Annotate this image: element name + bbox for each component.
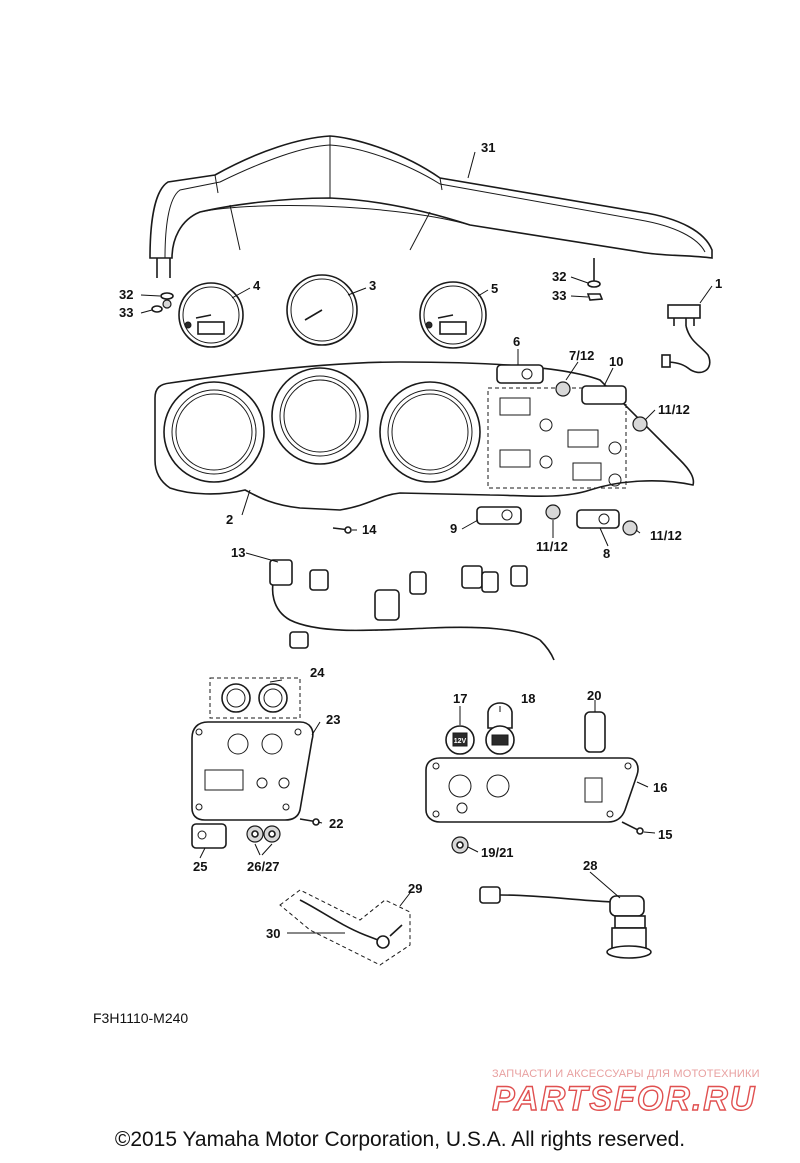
callout-2: 2 [226,512,233,527]
switch-part-9 [476,506,522,525]
callout-numbers: 31 4 3 5 1 32 33 32 33 6 7/12 10 11/12 2… [119,140,722,941]
callout-26-27: 26/27 [247,859,280,874]
callout-22: 22 [329,816,343,831]
switch-part-10 [581,385,627,405]
callout-30: 30 [266,926,280,941]
callout-33-right: 33 [552,288,566,303]
usb-socket-part-18 [485,702,515,755]
callout-3: 3 [369,278,376,293]
callout-31: 31 [481,140,495,155]
callout-13: 13 [231,545,245,560]
tachometer-gauge-part-5 [419,281,487,349]
callout-8: 8 [603,546,610,561]
callout-25: 25 [193,859,207,874]
switch-part-8 [576,509,620,529]
dash-cover-part-31 [149,135,713,282]
leader-lines [140,151,713,934]
callout-5: 5 [491,281,498,296]
plug-parts-26-27 [246,825,281,843]
accessory-panel-part-16 [425,757,639,823]
callout-23: 23 [326,712,340,727]
socket-12v-part-17: 12V [445,725,475,755]
watermark-brand: PARTSFOR.RU [492,1080,756,1116]
callout-19-21: 19/21 [481,845,514,860]
callout-10: 10 [609,354,623,369]
screw-part-22 [299,818,320,826]
callout-11-12-b: 11/12 [536,539,568,554]
screw-part-14 [332,526,352,534]
sensor-lead-part-29-30 [279,889,411,966]
callout-15: 15 [658,827,672,842]
callout-17: 17 [453,691,467,706]
rocker-switch-part-20 [584,711,606,753]
callout-18: 18 [521,691,535,706]
callout-14: 14 [362,522,377,537]
washer-nut-parts-32-33 [151,280,604,313]
tachometer-gauge-part-4 [178,282,244,348]
cable-bracket-part-1 [661,304,711,374]
wiring-harness-part-13 [269,559,555,661]
screw-part-15 [621,821,644,835]
callout-11-12-c: 11/12 [650,528,682,543]
instrument-panel-part-2 [154,361,695,511]
callout-24: 24 [310,665,325,680]
socket-12v-label: 12V [454,738,467,745]
switch-panel-part-23 [191,721,314,821]
watermark-logo: PARTSFOR.RU [492,1080,756,1116]
copyright-notice: ©2015 Yamaha Motor Corporation, U.S.A. A… [114,1128,686,1151]
callout-29: 29 [408,881,422,896]
callout-32-right: 32 [552,269,566,284]
callout-9: 9 [450,521,457,536]
plug-parts-7-11-12 [545,381,648,536]
callout-33-left: 33 [119,305,133,320]
callout-7-12: 7/12 [569,348,594,363]
callout-20: 20 [587,688,601,703]
plug-part-19-21 [451,836,469,854]
speedometer-gauge-part-3 [286,274,358,346]
round-switches-part-24 [209,677,301,719]
callout-4: 4 [253,278,261,293]
callout-6: 6 [513,334,520,349]
watermark-tagline: ЗАПЧАСТИ И АКСЕССУАРЫ ДЛЯ МОТОТЕХНИКИ [492,1068,760,1080]
drawing-code: F3H1110-M240 [93,1010,189,1026]
callout-16: 16 [653,780,667,795]
switch-part-6 [496,364,544,384]
callout-1: 1 [715,276,722,291]
harness-part-28 [479,886,652,959]
rocker-switch-part-25 [191,823,227,849]
callout-11-12-a: 11/12 [658,402,690,417]
callout-32-left: 32 [119,287,133,302]
callout-28: 28 [583,858,597,873]
